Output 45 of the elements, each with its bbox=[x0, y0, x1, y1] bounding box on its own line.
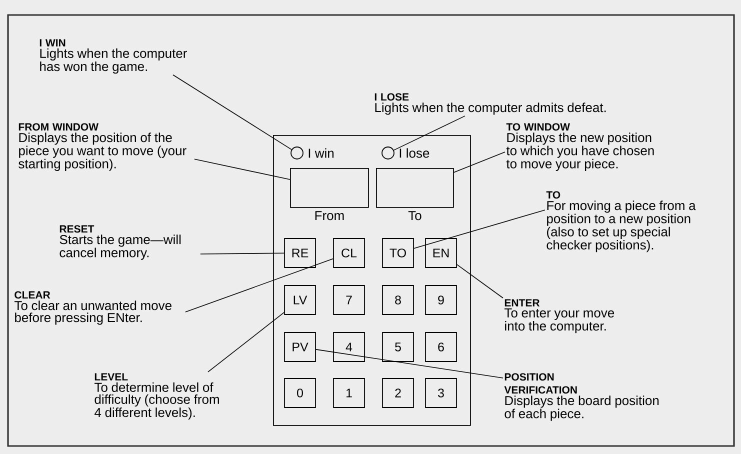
callout-text: CLEAR To clear an unwanted move before pressing ENter. bbox=[14, 291, 172, 325]
leader-line bbox=[454, 152, 506, 173]
leader-line bbox=[200, 252, 284, 254]
key: PV bbox=[284, 332, 316, 362]
key: 3 bbox=[425, 378, 457, 408]
key: 1 bbox=[333, 378, 365, 408]
key: 8 bbox=[382, 285, 414, 315]
key: CL bbox=[333, 238, 365, 268]
indicator-label: I win bbox=[308, 148, 334, 158]
leader-line bbox=[172, 74, 292, 150]
key: 7 bbox=[333, 285, 365, 315]
callout-text: ENTER To enter your move into the computer. bbox=[504, 299, 614, 334]
callout-text: TO For moving a piece from a position to a new position (also to set up special checker positions). bbox=[546, 191, 696, 252]
leader-line bbox=[316, 349, 504, 378]
key: 5 bbox=[382, 332, 414, 362]
window-label: From bbox=[315, 211, 344, 220]
callout-text: LEVEL To determine level of difficulty (choose from 4 different levels). bbox=[94, 373, 219, 420]
leader-line bbox=[414, 210, 546, 249]
key: 9 bbox=[425, 285, 457, 315]
leader-line bbox=[185, 258, 334, 312]
leader-line bbox=[208, 312, 284, 372]
display-window bbox=[376, 168, 454, 208]
key: 2 bbox=[382, 378, 414, 408]
key: RE bbox=[284, 238, 316, 268]
leader-line bbox=[194, 158, 290, 180]
key: 0 bbox=[284, 378, 316, 408]
indicator-label: I lose bbox=[400, 148, 430, 158]
callout-text: FROM WINDOW Displays the position of the piece you want to move (your starting position). bbox=[18, 123, 186, 171]
display-window bbox=[290, 168, 369, 208]
key: TO bbox=[382, 238, 414, 268]
callout-text: TO WINDOW Displays the new position to which you have chosen to move your piece. bbox=[506, 123, 654, 171]
key: EN bbox=[425, 238, 457, 268]
callout-text: RESET Starts the game—will cancel memory. bbox=[60, 225, 181, 260]
callout-text: I LOSE Lights when the computer admits defeat. bbox=[374, 93, 606, 115]
leader-line bbox=[393, 116, 466, 151]
indicator-light bbox=[290, 146, 304, 160]
key: LV bbox=[284, 285, 316, 315]
keypad-panel bbox=[273, 135, 471, 426]
callout-text: I WIN Lights when the computer has won the game. bbox=[40, 39, 187, 74]
window-label: To bbox=[408, 211, 422, 220]
callout-text: POSITION VERIFICATION Displays the board position of each piece. bbox=[504, 373, 659, 421]
leader-line bbox=[456, 264, 504, 298]
key: 6 bbox=[425, 332, 457, 362]
key: 4 bbox=[333, 332, 365, 362]
indicator-light bbox=[382, 146, 394, 160]
